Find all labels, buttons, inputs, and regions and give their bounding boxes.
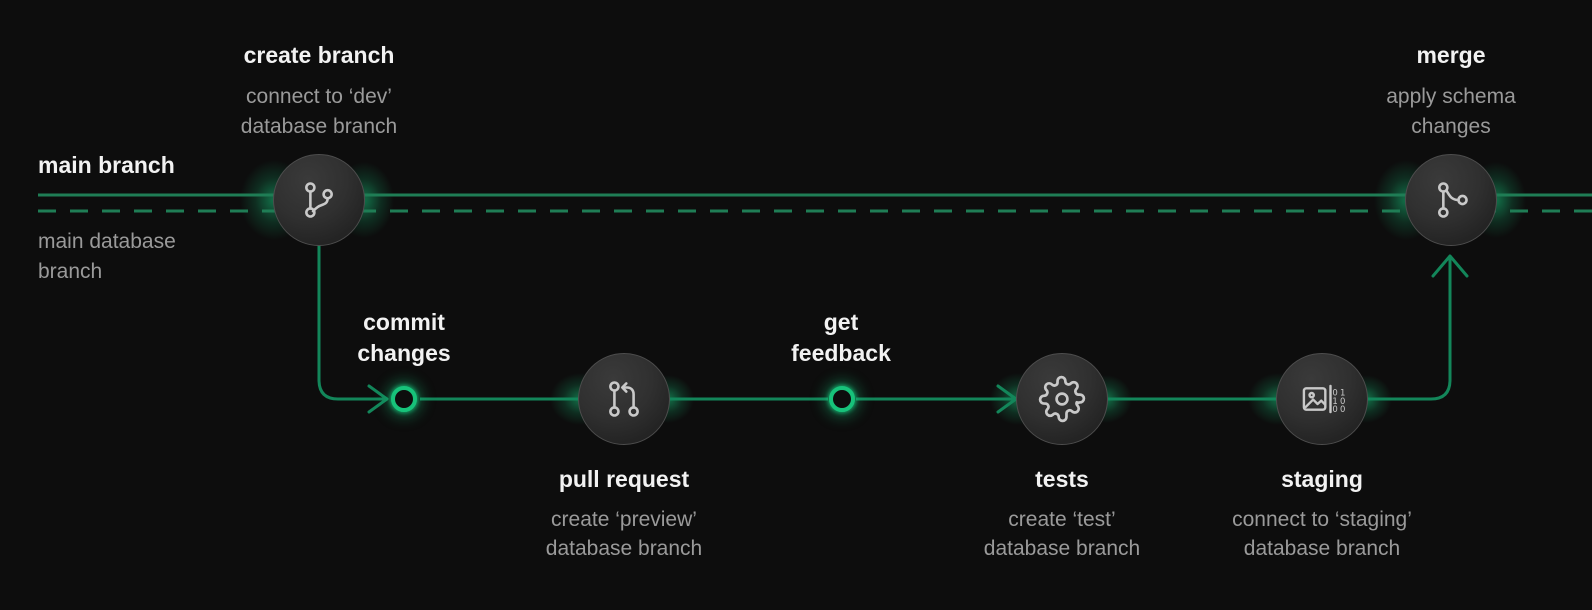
tests-sub-line2: database branch — [983, 537, 1141, 560]
commit-arrowhead — [367, 384, 389, 414]
node-pull-request[interactable] — [578, 353, 670, 445]
pull-request-label: pull request — [558, 466, 690, 492]
git-merge-icon — [1428, 177, 1474, 223]
create-branch-label: create branch — [243, 42, 395, 68]
node-get-feedback[interactable] — [829, 386, 855, 412]
staging-sub-line1: connect to ‘staging’ — [1232, 508, 1412, 531]
node-merge[interactable] — [1405, 154, 1497, 246]
get-feedback-label-line2: feedback — [791, 340, 891, 366]
git-branch-icon — [296, 177, 342, 223]
create-branch-to-commit-line — [317, 244, 388, 401]
node-create-branch[interactable] — [273, 154, 365, 246]
svg-text:0: 0 — [1332, 405, 1337, 415]
node-tests[interactable] — [1016, 353, 1108, 445]
merge-sub-line1: apply schema — [1386, 85, 1516, 108]
main-branch-label: main branch — [38, 152, 175, 178]
commit-changes-label-line2: changes — [357, 340, 451, 366]
svg-text:1: 1 — [1340, 388, 1345, 398]
tests-label: tests — [1035, 466, 1089, 492]
svg-text:1: 1 — [1332, 397, 1337, 407]
tests-sub-line1: create ‘test’ — [1008, 508, 1116, 531]
merge-label: merge — [1416, 42, 1486, 68]
staging-label: staging — [1281, 466, 1363, 492]
create-branch-sub-line1: connect to ‘dev’ — [246, 85, 392, 108]
media-binary-icon: 0 1 0 1 0 0 — [1298, 375, 1346, 423]
commit-changes-label-line1: commit — [363, 309, 445, 335]
svg-text:0: 0 — [1340, 405, 1345, 415]
merge-sub-line2: changes — [1411, 115, 1491, 138]
pull-request-sub-line1: create ‘preview’ — [551, 508, 697, 531]
staging-to-merge-line — [1366, 256, 1452, 401]
main-database-branch-label-line2: branch — [38, 260, 103, 283]
svg-text:0: 0 — [1340, 397, 1345, 407]
merge-arrowhead — [1431, 254, 1469, 278]
node-commit-changes[interactable] — [391, 386, 417, 412]
pull-request-sub-line2: database branch — [545, 537, 703, 560]
svg-text:0: 0 — [1332, 388, 1337, 398]
create-branch-sub-line2: database branch — [240, 115, 398, 138]
get-feedback-label-line1: get — [823, 309, 859, 335]
git-pull-request-icon — [601, 376, 647, 422]
main-database-branch-label-line1: main database — [38, 230, 176, 253]
node-staging[interactable]: 0 1 0 1 0 0 — [1276, 353, 1368, 445]
gear-icon — [1038, 375, 1086, 423]
staging-sub-line2: database branch — [1243, 537, 1401, 560]
